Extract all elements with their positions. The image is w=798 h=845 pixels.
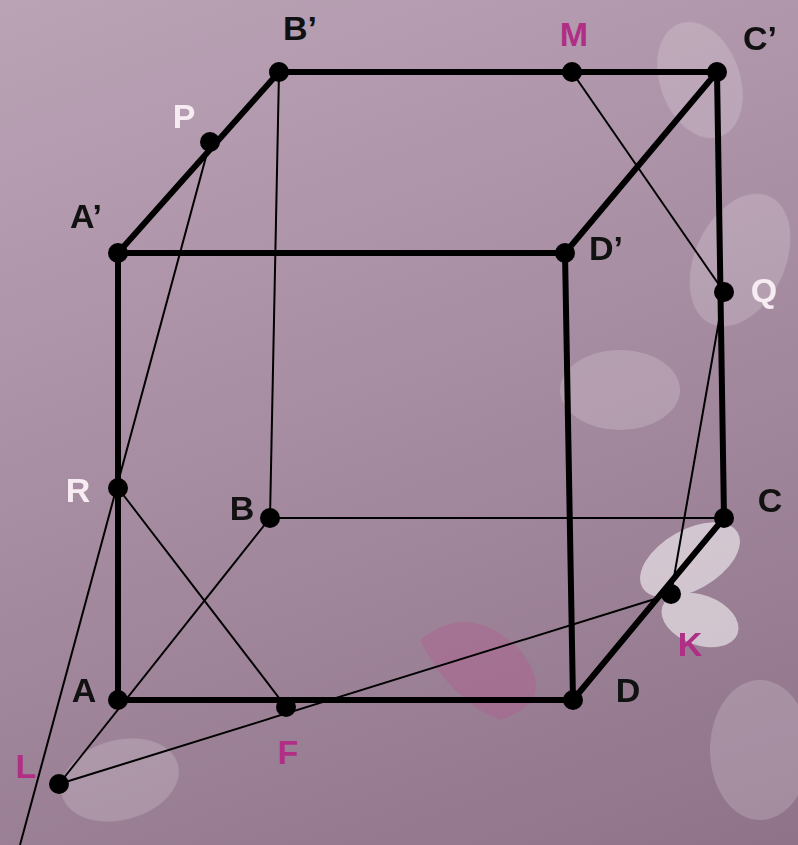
point-label: K (678, 627, 703, 661)
point-label: R (66, 473, 91, 507)
construction-lines (20, 72, 724, 845)
point-label: A (72, 673, 97, 707)
point-label: Q (751, 273, 777, 307)
point-label: D’ (589, 231, 623, 265)
point-label: B’ (283, 11, 317, 45)
point-label: L (16, 749, 37, 783)
point-dots (49, 62, 734, 794)
point-label: F (278, 735, 299, 769)
butterfly-decoration (420, 622, 536, 720)
point-label: M (560, 17, 588, 51)
point-label: P (173, 99, 196, 133)
butterfly-decoration (52, 10, 798, 834)
point-label: A’ (70, 199, 102, 233)
cube-edges (118, 72, 724, 700)
point-label: D (616, 673, 641, 707)
point-label: C’ (743, 21, 777, 55)
point-label: C (758, 483, 783, 517)
point-label: B (230, 491, 255, 525)
